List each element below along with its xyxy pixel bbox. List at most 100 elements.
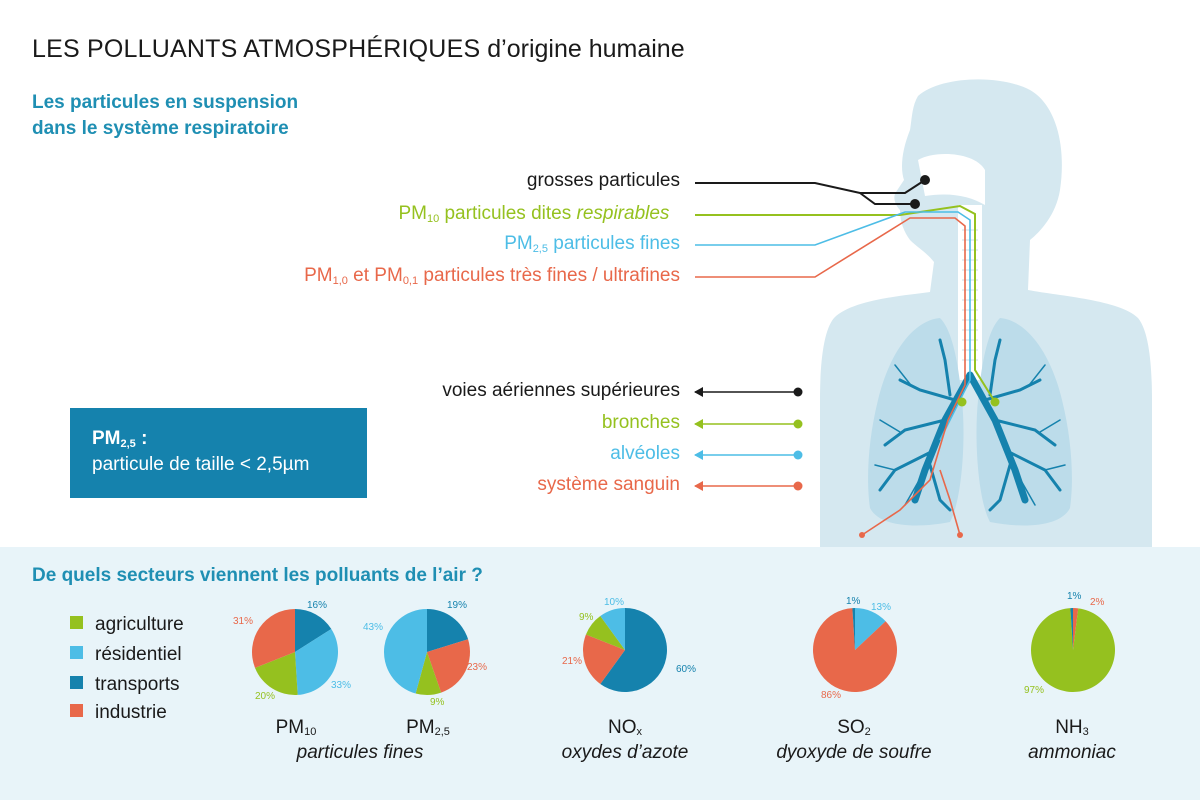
pie-2-slice-industrie <box>427 639 470 693</box>
legend-item-transports: transports <box>70 674 179 696</box>
pm1-sub: 1,0 <box>332 275 348 287</box>
dest-upper-airways: voies aériennes supérieures <box>442 380 680 401</box>
pie-1-pct-industrie: 31% <box>233 616 254 627</box>
pie-3-slice-industrie <box>583 634 625 684</box>
pie-4-slice-transports <box>852 608 855 650</box>
pie-5-slice-transports <box>1070 608 1073 650</box>
pie-1-pct-agriculture: 20% <box>255 691 276 702</box>
pie-4-pct-industrie: 86% <box>821 690 842 701</box>
pm25-box-sub: 2,5 <box>120 438 136 450</box>
pathway-lines <box>695 179 996 536</box>
pie-5-pct-transports: 1% <box>1067 591 1082 602</box>
label-pm25: PM2,5 particules fines <box>504 233 680 255</box>
pie-4-caption: dyoxyde de soufre <box>776 742 932 763</box>
sectors-title: De quels secteurs viennent les polluants… <box>32 565 483 586</box>
pie-5-slice-agriculture <box>1031 608 1116 692</box>
pm10-sub: 10 <box>426 213 440 225</box>
pie-5-pct-industrie: 2% <box>1090 597 1105 608</box>
pm1-path-2 <box>939 469 961 536</box>
pie-1-name-main: PM <box>275 717 305 738</box>
pie-3-pct-transports: 60% <box>676 664 697 675</box>
pie-2-slice-residentiel <box>383 609 427 694</box>
pie-2-pct-transports: 19% <box>447 600 468 611</box>
coarse-end-dot-2 <box>910 199 920 209</box>
pie-3-name-sub: x <box>636 726 643 738</box>
pm10-path <box>695 204 996 403</box>
pm1-sub-2: 0,1 <box>402 275 419 287</box>
pie-5-pct-agriculture: 97% <box>1024 685 1045 696</box>
pie-2-slice-transports <box>427 609 469 652</box>
pie-2-pct-agriculture: 9% <box>430 697 445 708</box>
page-title: LES POLLUANTS ATMOSPHÉRIQUES d’origine h… <box>32 35 685 64</box>
pie-1-slice-industrie <box>252 609 295 668</box>
pm10-text: particules dites <box>439 203 577 224</box>
label-pm1: PM1,0 et PM0,1 particules très fines / u… <box>304 265 680 287</box>
pm10-end-dot-1 <box>990 397 1000 407</box>
subtitle-line-1: Les particules en suspension <box>32 92 299 113</box>
dest-alveoli: alvéoles <box>610 443 680 464</box>
legend-label: transports <box>95 674 180 695</box>
pie-4-name-main: SO <box>837 717 865 738</box>
destination-arrows <box>694 387 803 491</box>
legend-swatch-transports <box>70 676 83 690</box>
legend-item-industrie: industrie <box>70 702 167 724</box>
pm25-prefix: PM <box>504 233 533 254</box>
pm25-text: particules fines <box>547 233 680 254</box>
pie-4-slice-residentiel <box>855 608 886 650</box>
pie-4-pct-transports: 1% <box>846 596 861 607</box>
legend-label: industrie <box>95 702 167 723</box>
pm10-italic: respirables <box>576 203 670 224</box>
pm1-end-dot-2 <box>957 532 963 538</box>
pie-1-name-sub: 10 <box>304 726 317 738</box>
title-rest: d’origine humaine <box>480 35 685 63</box>
pie-5-name-sub: 3 <box>1082 726 1089 738</box>
pie-5-name-main: NH <box>1055 717 1083 738</box>
pm1-mid: et PM <box>347 265 403 286</box>
pie-1-2-caption: particules fines <box>296 742 424 763</box>
pm10-end-dot-2 <box>957 397 967 407</box>
pie-2-name-sub: 2,5 <box>434 726 450 738</box>
pie-charts <box>252 608 1116 695</box>
pm10-prefix: PM <box>398 203 427 224</box>
section-subtitle: Les particules en suspension dans le sys… <box>32 90 298 142</box>
legend-item-agriculture: agriculture <box>70 614 184 636</box>
dest-bloodstream: système sanguin <box>537 474 680 495</box>
pie-4-name-sub: 2 <box>864 726 871 738</box>
legend-label: agriculture <box>95 614 184 635</box>
subtitle-line-2: dans le système respiratoire <box>32 118 289 139</box>
label-coarse: grosses particules <box>526 170 680 191</box>
pie-4-name: SO2 <box>812 717 896 739</box>
pie-3-slice-residentiel <box>600 608 625 650</box>
coarse-path <box>695 179 926 194</box>
pie-2-name: PM2,5 <box>386 717 470 739</box>
pie-1-slice-agriculture <box>255 652 298 695</box>
pie-3-pct-agriculture: 9% <box>579 612 594 623</box>
legend-label: résidentiel <box>95 644 182 665</box>
legend-swatch-agriculture <box>70 616 83 630</box>
pm1-prefix: PM <box>304 265 333 286</box>
pm25-box-text: particule de taille < 2,5µm <box>92 454 310 475</box>
pie-1-pct-transports: 16% <box>307 600 328 611</box>
pm25-definition-box: PM2,5 : particule de taille < 2,5µm <box>70 408 367 498</box>
legend-swatch-industrie <box>70 704 83 718</box>
pie-1-slice-transports <box>295 609 332 652</box>
pm25-sub: 2,5 <box>532 243 548 255</box>
pie-3-slice-transports <box>600 608 667 692</box>
coarse-end-dot-1 <box>920 175 930 185</box>
pm25-box-prefix: PM <box>92 428 121 449</box>
pm25-box-title: PM2,5 : <box>92 428 345 452</box>
title-caps: LES POLLUANTS ATMOSPHÉRIQUES <box>32 35 481 63</box>
pm1-text: particules très fines / ultrafines <box>418 265 680 286</box>
pie-2-pct-industrie: 23% <box>467 662 488 673</box>
pie-1-name: PM10 <box>254 717 338 739</box>
pie-3-pct-industrie: 21% <box>562 656 583 667</box>
pie-2-name-main: PM <box>406 717 435 738</box>
pie-4-pct-residentiel: 13% <box>871 602 892 613</box>
pie-2-pct-residentiel: 43% <box>363 622 384 633</box>
pie-5-name: NH3 <box>1030 717 1114 739</box>
nasal-cavity <box>918 154 985 205</box>
pm25-box-suffix: : <box>135 428 148 449</box>
legend-swatch-residentiel <box>70 646 83 660</box>
pie-3-slice-agriculture <box>585 616 625 650</box>
pie-5-caption: ammoniac <box>1028 742 1116 763</box>
